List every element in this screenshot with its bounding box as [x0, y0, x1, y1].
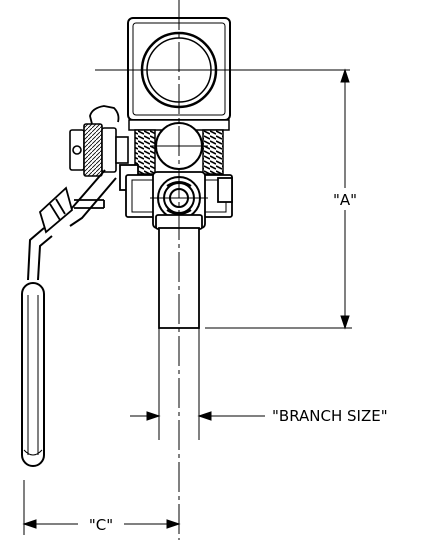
center-lines [95, 0, 350, 540]
dimension-a-label: "A" [333, 191, 357, 209]
compression-fitting [69, 123, 129, 177]
branch-size-label: "BRANCH SIZE" [272, 407, 388, 425]
dimension-branch-size [130, 411, 265, 421]
lever-handle [21, 105, 120, 467]
valve-body [119, 164, 233, 230]
dimension-c-label: "C" [89, 516, 113, 534]
